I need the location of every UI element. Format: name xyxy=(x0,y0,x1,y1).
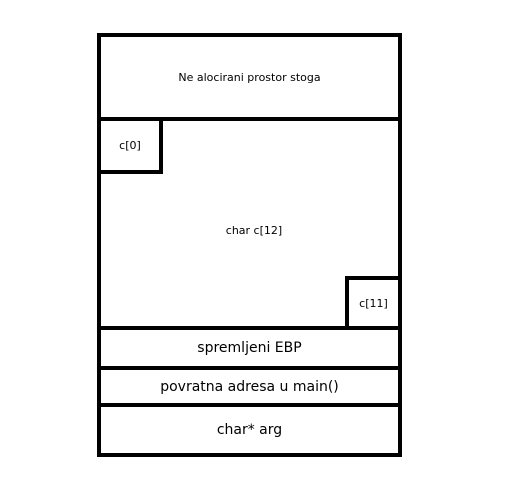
c11-box-left xyxy=(345,276,349,330)
divider-ebp-return xyxy=(97,366,402,370)
stack-border-right xyxy=(398,33,402,457)
stack-border-top xyxy=(97,33,402,37)
stack-border-bottom xyxy=(97,453,402,457)
divider-unallocated-array xyxy=(97,117,402,121)
saved-ebp-label: spremljeni EBP xyxy=(197,340,302,356)
c11-box-top xyxy=(345,276,402,280)
unallocated-stack-label: Ne alocirani prostor stoga xyxy=(178,70,321,84)
c0-box-right xyxy=(159,117,163,174)
stack-border-left xyxy=(97,33,101,457)
char-array-label: char c[12] xyxy=(225,223,283,237)
c0-box-bottom xyxy=(97,170,163,174)
argument-label: char* arg xyxy=(216,422,283,438)
divider-return-arg xyxy=(97,403,402,407)
return-address-label: povratna adresa u main() xyxy=(160,378,339,395)
array-first-element-label: c[0] xyxy=(119,139,141,152)
array-last-element-label: c[11] xyxy=(359,296,388,310)
divider-array-ebp xyxy=(97,326,402,330)
